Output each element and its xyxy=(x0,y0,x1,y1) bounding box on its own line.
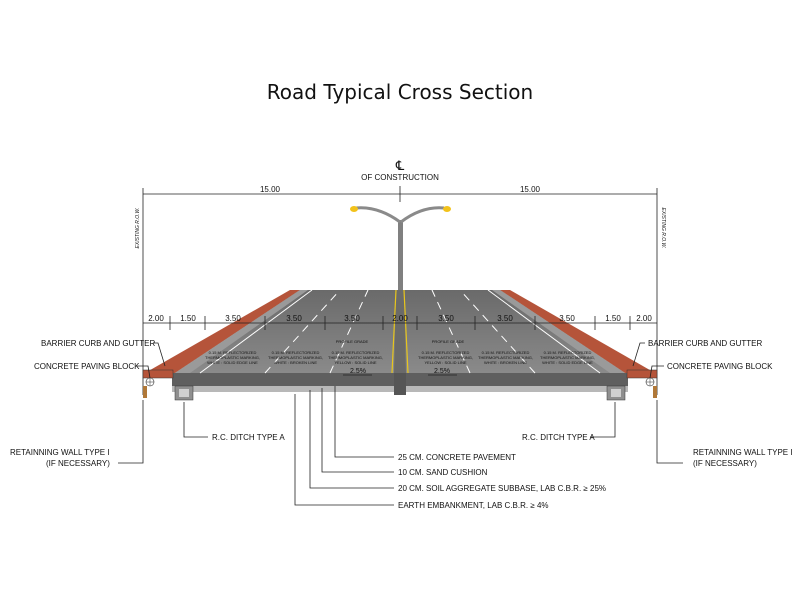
row-label-left: EXISTING R.O.W. xyxy=(135,207,141,248)
layer-label: EARTH EMBANKMENT, LAB C.B.R. ≥ 4% xyxy=(398,501,549,510)
slope-left: 2.5% xyxy=(350,368,366,375)
ditch-right xyxy=(606,385,626,401)
lane-dim: 1.50 xyxy=(180,314,196,323)
lane-dim: 2.00 xyxy=(148,314,164,323)
half-width-right: 15.00 xyxy=(520,185,541,194)
lane-dim: 3.50 xyxy=(559,314,575,323)
label-retaining-wall-left-1: RETAINNING WALL TYPE I xyxy=(10,448,110,457)
profile-grade-left: PROFILE GRADE xyxy=(336,339,369,344)
marking-note-broken-left: 0.15 M. REFLECTORIZED THERMOPLASTIC MARK… xyxy=(268,350,323,365)
layer-label: 10 CM. SAND CUSHION xyxy=(398,468,488,477)
lamp-left xyxy=(350,206,358,212)
page-title: Road Typical Cross Section xyxy=(266,80,534,104)
label-retaining-wall-left-2: (IF NECESSARY) xyxy=(46,459,110,468)
layer-label: 25 CM. CONCRETE PAVEMENT xyxy=(398,453,516,462)
lane-dimension-chain xyxy=(143,316,657,330)
lane-dim: 3.50 xyxy=(344,314,360,323)
label-ditch-left: R.C. DITCH TYPE A xyxy=(212,433,285,442)
label-paving-block-left: CONCRETE PAVING BLOCK xyxy=(34,362,140,371)
lane-dim: 2.00 xyxy=(392,314,408,323)
lane-dim: 3.50 xyxy=(286,314,302,323)
lane-dim: 1.50 xyxy=(605,314,621,323)
marking-note-edge-left: 0.15 M. REFLECTORIZED THERMOPLASTIC MARK… xyxy=(205,350,260,365)
road-surface xyxy=(145,289,655,395)
centerline-symbol: ℄ xyxy=(395,158,405,173)
label-paving-block-right: CONCRETE PAVING BLOCK xyxy=(667,362,773,371)
slope-right: 2.5% xyxy=(434,368,450,375)
lane-dim: 3.50 xyxy=(438,314,454,323)
layer-label: 20 CM. SOIL AGGREGATE SUBBASE, LAB C.B.R… xyxy=(398,484,606,493)
marking-note-center-right: 0.15 M. REFLECTORIZED THERMOPLASTIC MARK… xyxy=(418,350,473,365)
row-label-right: EXISTING R.O.W. xyxy=(660,208,666,249)
profile-grade-right: PROFILE GRADE xyxy=(432,339,465,344)
label-barrier-curb-left: BARRIER CURB AND GUTTER xyxy=(41,339,155,348)
marking-note-edge-right: 0.15 M. REFLECTORIZED THERMOPLASTIC MARK… xyxy=(540,350,595,365)
marking-note-broken-right: 0.15 M. REFLECTORIZED THERMOPLASTIC MARK… xyxy=(478,350,533,365)
half-width-left: 15.00 xyxy=(260,185,281,194)
curb-right xyxy=(626,369,658,398)
label-retaining-wall-right-1: RETAINNING WALL TYPE I xyxy=(693,448,793,457)
marking-note-center-left: 0.15 M. REFLECTORIZED THERMOPLASTIC MARK… xyxy=(328,350,383,365)
ditch-left xyxy=(174,385,194,401)
label-ditch-right: R.C. DITCH TYPE A xyxy=(522,433,595,442)
curb-left xyxy=(142,369,174,398)
lane-dim: 3.50 xyxy=(497,314,513,323)
lamp-right xyxy=(443,206,451,212)
lane-dim: 2.00 xyxy=(636,314,652,323)
centerline-label: OF CONSTRUCTION xyxy=(361,173,439,182)
label-barrier-curb-right: BARRIER CURB AND GUTTER xyxy=(648,339,762,348)
label-retaining-wall-right-2: (IF NECESSARY) xyxy=(693,459,757,468)
lane-dim: 3.50 xyxy=(225,314,241,323)
